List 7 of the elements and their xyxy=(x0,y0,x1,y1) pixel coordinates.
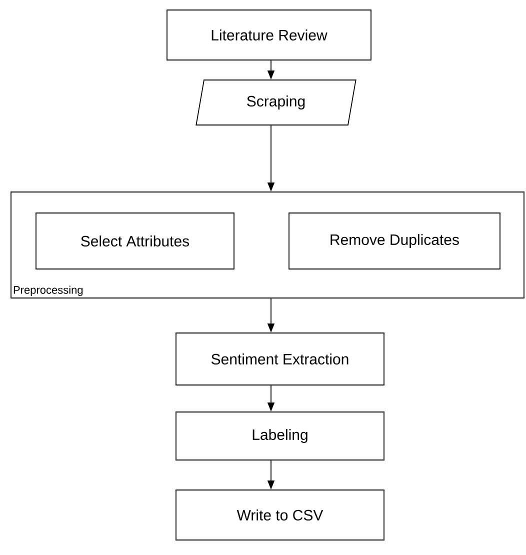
process-box: Sentiment Extraction xyxy=(176,332,384,386)
process-box: Literature Review xyxy=(166,10,372,60)
process-box: Labeling xyxy=(176,412,384,460)
process-box: Write to CSV xyxy=(176,490,384,540)
process-box: Select Attributes xyxy=(36,212,234,270)
process-box: Remove Duplicates xyxy=(288,212,500,270)
data-parallelogram: Scraping xyxy=(196,80,356,126)
